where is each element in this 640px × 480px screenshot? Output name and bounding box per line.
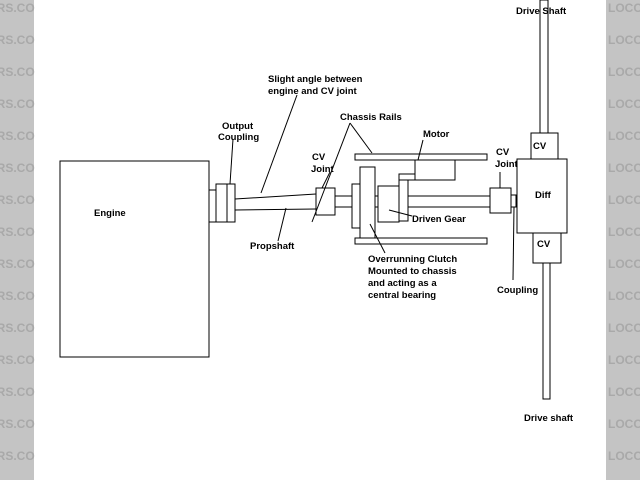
- label-output: Output: [222, 121, 254, 132]
- watermark-text: LOCOST: [608, 289, 640, 303]
- label-slight-angle-line2: engine and CV joint: [268, 86, 358, 97]
- propshaft-lower-edge: [234, 208, 317, 211]
- label-driven-gear: Driven Gear: [412, 214, 466, 225]
- motor: [414, 159, 456, 181]
- output-coupling-inner: [226, 183, 236, 223]
- left-watermark-strip: [0, 0, 34, 480]
- watermark-text: DERS.CO: [0, 1, 35, 15]
- drive-shaft-top: [539, 0, 549, 134]
- leader-overrunning-clutch: [369, 223, 386, 254]
- label-slight-angle-line1: Slight angle between: [268, 74, 363, 85]
- label-overrunning-line1: Overrunning Clutch: [368, 254, 457, 265]
- motor-pinion: [398, 173, 416, 181]
- leader-output-coupling: [229, 138, 234, 185]
- label-coupling-engine: Coupling: [218, 132, 259, 143]
- watermark-text: LOCOST: [608, 33, 640, 47]
- watermark-text: DERS.CO: [0, 129, 35, 143]
- chassis-rail-top: [354, 153, 488, 161]
- watermark-text: LOCOST: [608, 65, 640, 79]
- leader-coupling: [512, 206, 515, 281]
- label-overrunning-line3: and acting as a: [368, 278, 437, 289]
- watermark-text: LOCOST: [608, 129, 640, 143]
- diff-input-flange: [510, 194, 517, 208]
- label-chassis-rails: Chassis Rails: [340, 112, 402, 123]
- watermark-text: LOCOST: [608, 225, 640, 239]
- leader-chassis-rail-top: [349, 122, 373, 154]
- diff: [516, 158, 568, 234]
- cv-joint-1: [315, 187, 336, 216]
- propshaft-upper-edge: [234, 193, 317, 200]
- label-cv-joint-1-b: Joint: [311, 164, 335, 175]
- watermark-text: LOCOST: [608, 193, 640, 207]
- watermark-text: LOCOST: [608, 97, 640, 111]
- watermark-text: LOCOST: [608, 321, 640, 335]
- right-watermark: LOCOST LOCOST LOCOST LOCOST LOCOST LOCOST LOCO…: [608, 1, 640, 463]
- overrunning-clutch: [359, 166, 376, 239]
- label-drive-shaft-top: Drive Shaft: [516, 6, 567, 17]
- watermark-text: DERS.CO: [0, 97, 35, 111]
- label-cv-joint-1-a: CV: [312, 152, 326, 163]
- engine-block: [59, 160, 210, 358]
- watermark-text: DERS.CO: [0, 449, 35, 463]
- watermark-text: LOCOST: [608, 353, 640, 367]
- label-diff: Diff: [535, 190, 552, 201]
- label-drive-shaft-bottom: Drive shaft: [524, 413, 574, 424]
- output-coupling-outer: [215, 183, 228, 223]
- left-watermark: DERS.CO DERS.CO DERS.CO DERS.CO DERS.CO DERS.…: [0, 1, 35, 463]
- label-cv-joint-2-b: Joint: [495, 159, 519, 170]
- watermark-text: DERS.CO: [0, 257, 35, 271]
- leader-cv-joint-1: [321, 171, 331, 189]
- engine-flange: [208, 189, 217, 223]
- watermark-text: DERS.CO: [0, 385, 35, 399]
- watermark-text: LOCOST: [608, 417, 640, 431]
- chassis-rail-bottom: [354, 237, 488, 245]
- label-coupling: Coupling: [497, 285, 538, 296]
- leader-motor: [417, 139, 424, 161]
- cv-joint-2: [489, 187, 512, 214]
- label-propshaft: Propshaft: [250, 241, 295, 252]
- watermark-text: LOCOST: [608, 385, 640, 399]
- watermark-text: LOCOST: [608, 449, 640, 463]
- watermark-text: DERS.CO: [0, 193, 35, 207]
- label-cv-bottom: CV: [537, 239, 551, 250]
- leader-propshaft: [277, 207, 287, 242]
- watermark-text: DERS.CO: [0, 321, 35, 335]
- watermark-text: DERS.CO: [0, 289, 35, 303]
- watermark-text: LOCOST: [608, 161, 640, 175]
- right-watermark-strip: [606, 0, 640, 480]
- drive-shaft-bottom: [542, 262, 551, 400]
- watermark-text: LOCOST: [608, 257, 640, 271]
- watermark-text: DERS.CO: [0, 33, 35, 47]
- watermark-text: DERS.CO: [0, 417, 35, 431]
- label-overrunning-line4: central bearing: [368, 290, 436, 301]
- leader-slight-angle: [260, 94, 298, 194]
- watermark-text: DERS.CO: [0, 65, 35, 79]
- watermark-text: DERS.CO: [0, 161, 35, 175]
- watermark-text: LOCOST: [608, 1, 640, 15]
- label-motor: Motor: [423, 129, 450, 140]
- label-engine: Engine: [94, 208, 126, 219]
- watermark-text: DERS.CO: [0, 353, 35, 367]
- watermark-text: DERS.CO: [0, 225, 35, 239]
- label-overrunning-line2: Mounted to chassis: [368, 266, 457, 277]
- clutch-plate-left: [351, 183, 361, 229]
- cv-bottom: [532, 232, 562, 264]
- leader-chassis-rail-bottom: [311, 122, 351, 223]
- leader-driven-gear: [388, 209, 413, 217]
- label-cv-top: CV: [533, 141, 547, 152]
- label-cv-joint-2-a: CV: [496, 147, 510, 158]
- driven-gear: [377, 185, 400, 223]
